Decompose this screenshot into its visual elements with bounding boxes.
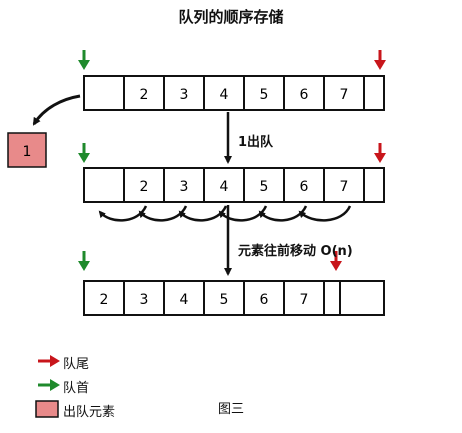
rear-arrow-row-3 [330, 251, 342, 271]
cell-value: 5 [260, 179, 269, 195]
cell-value: 5 [220, 292, 229, 308]
rear-arrow-row-2 [374, 143, 386, 163]
cell-value: 2 [140, 179, 149, 195]
front-arrow-row-1 [78, 50, 90, 70]
legend-dequeued-label: 出队元素 [63, 405, 116, 420]
cell-value: 4 [220, 179, 229, 195]
dequeue-curve-arrow [32, 94, 81, 126]
queue-cell [323, 280, 341, 316]
cell-value: 4 [220, 87, 229, 103]
shift-arrows [98, 205, 352, 222]
cell-value: 3 [180, 87, 189, 103]
rear-arrow-row-1 [374, 50, 386, 70]
step-label-shift: 元素往前移动 O(n) [238, 244, 353, 259]
cell-value: 4 [180, 292, 189, 308]
cell-value: 6 [260, 292, 269, 308]
shift-arrow [98, 205, 148, 222]
legend-front-label: 队首 [63, 381, 90, 396]
shift-arrow [138, 205, 188, 222]
cell-value: 3 [140, 292, 149, 308]
cell-value: 3 [180, 179, 189, 195]
cell-value: 7 [340, 87, 349, 103]
step-label-dequeue: 1出队 [238, 135, 274, 150]
legend-dequeued-swatch [35, 400, 59, 418]
shift-arrow [298, 205, 352, 222]
dequeued-element-value: 1 [23, 144, 32, 160]
cell-value: 6 [300, 179, 309, 195]
legend-front-arrow-icon [38, 379, 60, 391]
shift-arrow [218, 205, 268, 222]
front-arrow-row-2 [78, 143, 90, 163]
front-arrow-row-3 [78, 251, 90, 271]
shift-arrow [178, 205, 228, 222]
cell-value: 7 [300, 292, 309, 308]
figure-caption: 图三 [217, 402, 244, 417]
queue-row-2: 2 3 4 5 6 7 [83, 167, 385, 203]
queue-row-1: 2 3 4 5 6 7 [83, 75, 385, 111]
shift-arrow [258, 205, 308, 222]
cell-value: 2 [100, 292, 109, 308]
dequeued-element-box [7, 132, 47, 168]
cell-value: 7 [340, 179, 349, 195]
cell-value: 5 [260, 87, 269, 103]
cell-value: 2 [140, 87, 149, 103]
queue-cell [323, 75, 365, 111]
legend-rear-label: 队尾 [63, 357, 90, 372]
legend-rear-arrow-icon [38, 355, 60, 367]
queue-cell [323, 167, 365, 203]
diagram-title: 队列的顺序存储 [178, 8, 284, 26]
cell-value: 6 [300, 87, 309, 103]
queue-row-3: 2 3 4 5 6 7 [83, 280, 385, 316]
